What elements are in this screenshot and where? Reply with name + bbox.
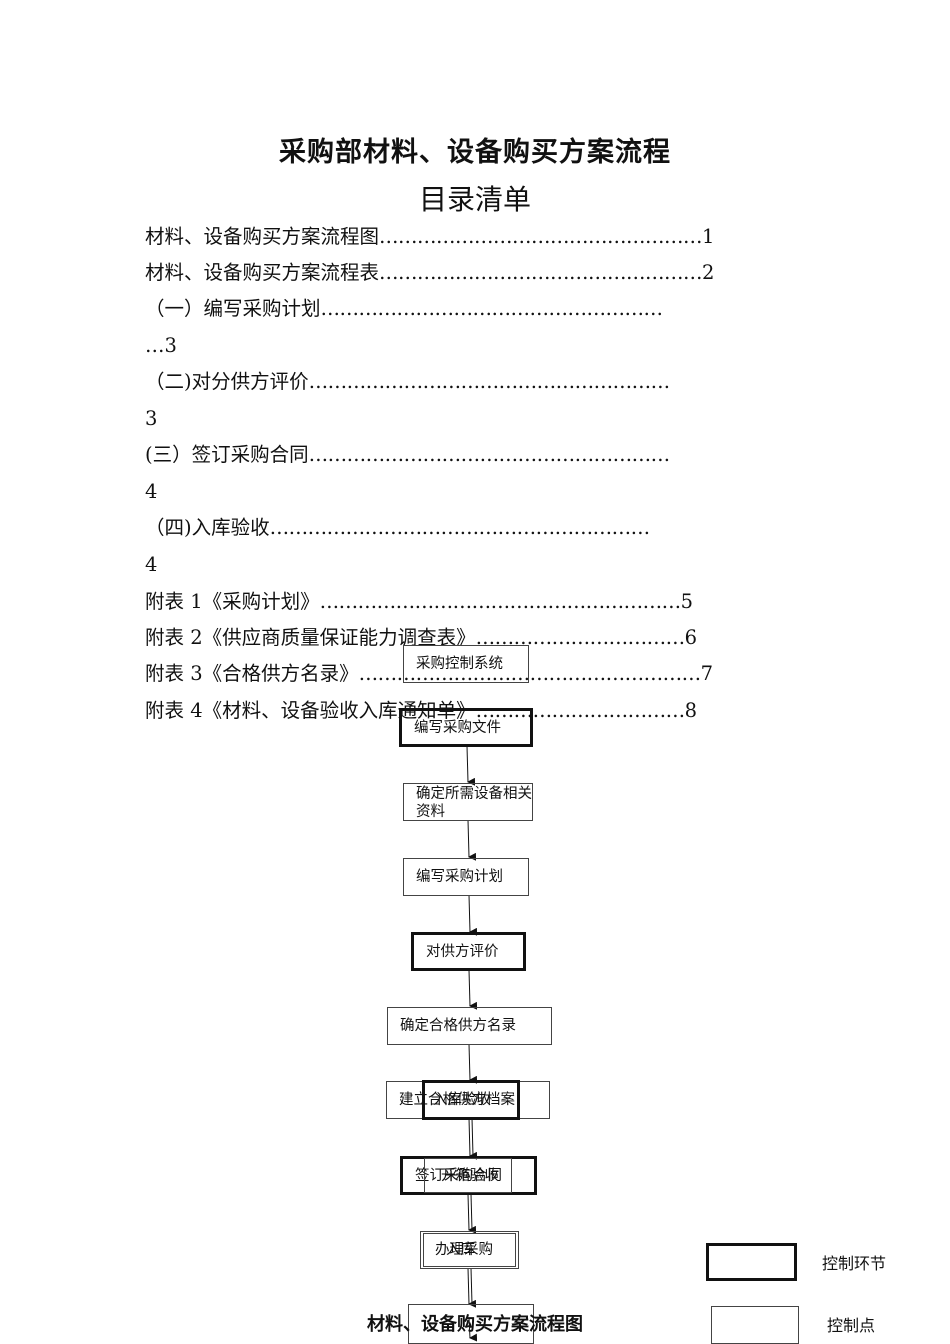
toc-entry[interactable]: （四)入库验收……………………………………………………: [145, 516, 650, 539]
flow-step: 办理采购: [420, 1231, 519, 1269]
flow-system-label: 采购控制系统: [403, 645, 529, 683]
flow-step-control-link: 签订采购合同: [400, 1156, 537, 1195]
toc-entry-continued: …3: [145, 334, 177, 357]
toc-entry-continued: 3: [145, 407, 158, 430]
flow-step-control-link: 对供方评价: [411, 932, 526, 971]
figure-caption: 材料、设备购买方案流程图: [367, 1314, 583, 1335]
toc-entry-continued: 4: [145, 480, 158, 503]
toc-entry[interactable]: 附表 1《采购计划》…………………………………………………5: [145, 590, 694, 613]
flow-step: 编写采购计划: [403, 858, 529, 896]
toc-entry[interactable]: （一）编写采购计划………………………………………………: [145, 297, 663, 320]
legend-control-link-label: 控制环节: [822, 1254, 887, 1273]
flow-step-control-link: 入库验收: [422, 1080, 520, 1120]
flow-step: 确定合格供方名录: [387, 1007, 552, 1045]
toc-heading: 目录清单: [418, 183, 531, 216]
toc-entry[interactable]: 附表 2《供应商质量保证能力调查表》……………………………6: [145, 626, 698, 649]
flow-step: 确定所需设备相关资料: [403, 783, 533, 821]
page-title: 采购部材料、设备购买方案流程: [279, 137, 671, 168]
flow-step: 入库: [423, 1233, 516, 1267]
toc-entry[interactable]: (三）签订采购合同…………………………………………………: [145, 443, 670, 466]
toc-entry[interactable]: 材料、设备购买方案流程图……………………………………………1: [145, 225, 715, 248]
toc-entry[interactable]: （二)对分供方评价…………………………………………………: [145, 370, 670, 393]
toc-entry[interactable]: 材料、设备购买方案流程表……………………………………………2: [145, 261, 715, 284]
legend-control-link-swatch: [706, 1243, 797, 1281]
toc-entry[interactable]: 附表 3《合格供方名录》………………………………………………7: [145, 662, 714, 685]
flow-step: 开箱验收: [424, 1158, 512, 1193]
toc-entry[interactable]: 附表 4《材料、设备验收入库通知单》……………………………8: [145, 699, 698, 722]
toc-entry-continued: 4: [145, 553, 158, 576]
legend-control-point-label: 控制点: [827, 1316, 876, 1335]
flow-step-control-link: 编写采购文件: [399, 708, 533, 747]
